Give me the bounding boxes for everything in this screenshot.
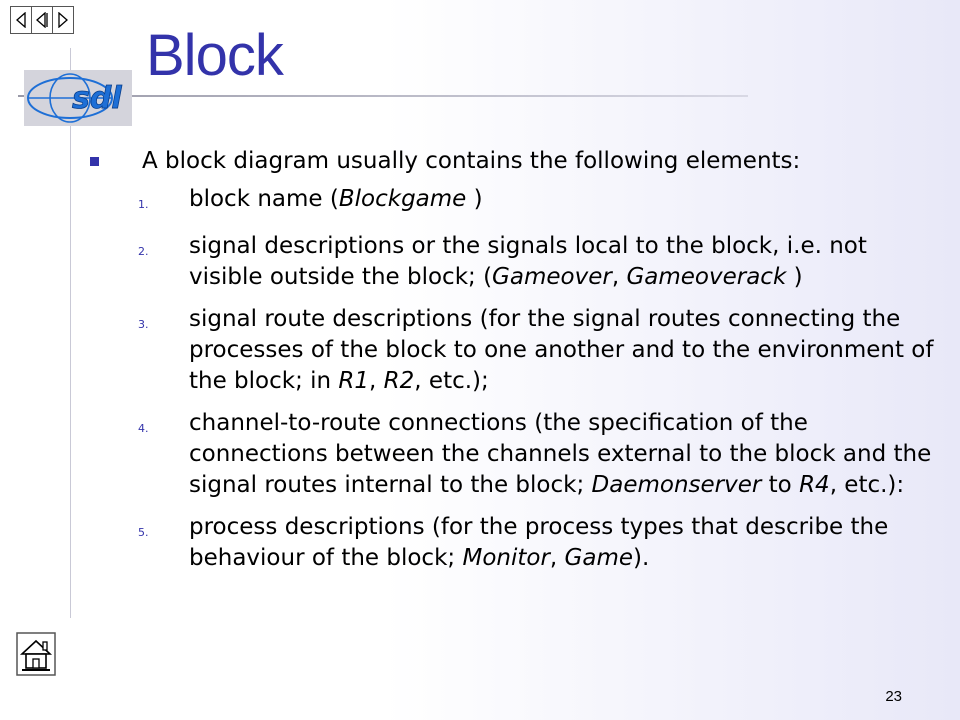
italic-term: R4 [799, 472, 830, 498]
text-run: , etc.): [829, 472, 905, 498]
list-item-number: 5. [138, 526, 149, 539]
previous-slide-button[interactable] [11, 7, 32, 33]
title-underline [18, 95, 748, 97]
list-item-number: 3. [138, 318, 149, 331]
list-item-text: block name (Blockgame ) [189, 184, 940, 215]
list-item-text: signal descriptions or the signals local… [189, 231, 940, 293]
italic-term: Gameover [492, 264, 612, 290]
previous-slide-icon [16, 12, 26, 28]
vertical-divider [70, 48, 71, 618]
text-run: block name ( [189, 186, 339, 212]
next-slide-button[interactable] [53, 7, 73, 33]
list-item-text: channel-to-route connections (the specif… [189, 408, 940, 501]
italic-term: R1 [338, 368, 370, 394]
list-item: 5. process descriptions (for the process … [138, 512, 940, 574]
first-slide-button[interactable] [32, 7, 53, 33]
text-run: ) [786, 264, 803, 290]
list-item: 3. signal route descriptions (for the sig… [138, 304, 940, 397]
text-run: to [761, 472, 800, 498]
list-item: 1. block name (Blockgame ) [138, 184, 940, 220]
next-slide-icon [58, 12, 68, 28]
list-item-number: 4. [138, 422, 149, 435]
home-icon[interactable] [16, 632, 56, 676]
list-item: 2. signal descriptions or the signals loc… [138, 231, 940, 293]
first-slide-icon [36, 12, 48, 28]
sdl-logo: sdl [24, 70, 132, 126]
slide-title: Block [146, 23, 284, 88]
list-item-text: process descriptions (for the process ty… [189, 512, 940, 574]
text-run: , [369, 368, 384, 394]
text-run: process descriptions (for the process ty… [189, 514, 889, 571]
page-number: 23 [885, 688, 902, 705]
text-run: ) [466, 186, 483, 212]
slide-navigation [10, 6, 74, 34]
list-item-text: signal route descriptions (for the signa… [189, 304, 940, 397]
square-bullet-icon [90, 157, 99, 166]
italic-term: Blockgame [338, 186, 467, 212]
sdl-logo-text: sdl [72, 81, 122, 116]
list-item-number: 1. [138, 198, 149, 211]
text-run: , [611, 264, 627, 290]
italic-term: Game [564, 545, 634, 571]
text-run: , etc.); [414, 368, 489, 394]
intro-text: A block diagram usually contains the fol… [142, 148, 801, 174]
text-run: signal descriptions or the signals local… [189, 233, 867, 290]
italic-term: Monitor [462, 545, 550, 571]
italic-term: Gameoverack [626, 264, 787, 290]
list-item: 4. channel-to-route connections (the spec… [138, 408, 940, 501]
italic-term: R2 [383, 368, 415, 394]
list-item-number: 2. [138, 245, 149, 258]
text-run: signal route descriptions (for the signa… [189, 306, 934, 394]
text-run: , [549, 545, 565, 571]
text-run: ). [633, 545, 650, 571]
element-list: 1. block name (Blockgame ) 2. signal descri… [90, 184, 940, 574]
italic-term: Daemonserver [591, 472, 762, 498]
slide-body: A block diagram usually contains the fol… [90, 146, 940, 585]
intro-bullet: A block diagram usually contains the fol… [90, 146, 940, 176]
text-run: channel-to-route connections (the specif… [189, 410, 932, 498]
